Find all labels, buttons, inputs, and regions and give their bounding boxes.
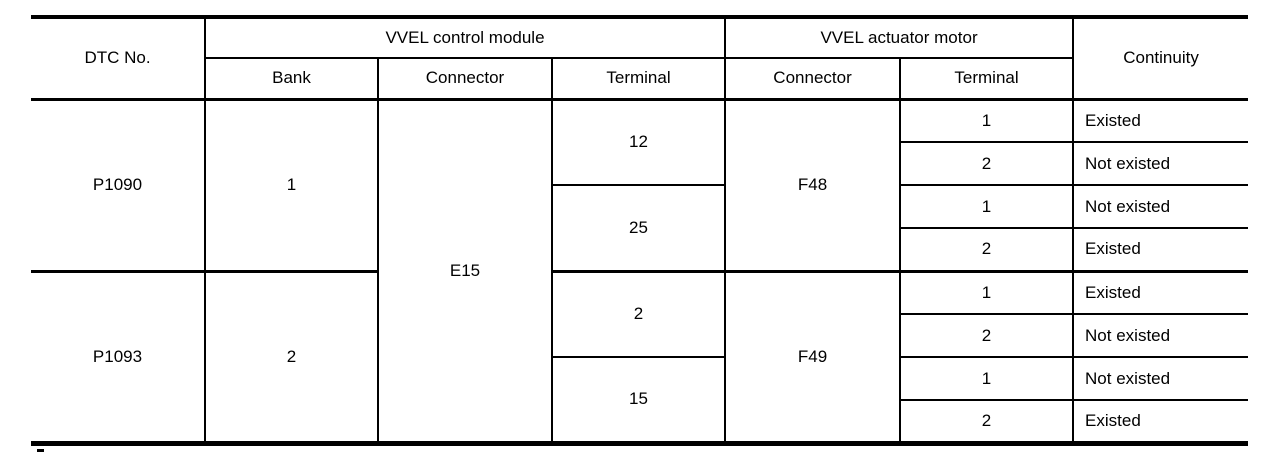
continuity-cell: Existed [1072,399,1249,444]
table-row: 2 Not existed [31,141,1249,186]
header-group-vvel-control-module: VVEL control module [203,16,727,59]
continuity-cell: Not existed [1072,184,1249,229]
header-dtc-no: DTC No. [31,16,206,101]
table-row: 15 1 Not existed [31,356,1249,444]
header-row-groups: DTC No. VVEL control module VVEL actuato… [31,16,1249,101]
header-continuity: Continuity [1072,16,1249,101]
module-terminal-cell: 2 [550,269,727,358]
header-actuator-terminal: Terminal [899,57,1075,101]
dtc-continuity-table: DTC No. VVEL control module VVEL actuato… [31,15,1249,446]
bank-cell: 1 [204,98,379,272]
table-row: 25 1 Not existed [31,184,1249,272]
header-module-terminal: Terminal [550,57,727,101]
dtc-cell: P1090 [31,98,206,272]
actuator-terminal-cell: 1 [899,269,1075,315]
table-row: 2 Not existed [31,313,1249,358]
module-terminal-cell: 25 [550,184,727,272]
continuity-cell: Not existed [1072,313,1249,358]
header-module-connector: Connector [377,57,553,101]
actuator-connector-cell: F48 [724,98,902,272]
continuity-cell: Existed [1072,269,1249,315]
dtc-cell: P1093 [31,269,206,444]
table-row: 2 Existed [31,227,1249,272]
bank-cell: 2 [204,269,379,444]
actuator-terminal-cell: 2 [899,313,1075,358]
table-row: 2 Existed [31,399,1249,444]
actuator-terminal-cell: 2 [899,141,1075,186]
table-row: P1093 2 2 F49 1 Existed [31,269,1249,444]
table-row: P1090 1 E15 12 F48 1 Existed [31,98,1249,444]
actuator-terminal-cell: 2 [899,399,1075,444]
actuator-terminal-cell: 1 [899,356,1075,401]
continuity-cell: Not existed [1072,141,1249,186]
module-terminal-cell: 12 [550,98,727,186]
actuator-terminal-cell: 2 [899,227,1075,272]
continuity-cell: Not existed [1072,356,1249,401]
continuity-cell: Existed [1072,227,1249,272]
actuator-terminal-cell: 1 [899,98,1075,143]
header-bank: Bank [204,57,379,101]
scan-artifact-mark [37,449,44,452]
header-group-vvel-actuator-motor: VVEL actuator motor [724,16,1075,59]
actuator-connector-cell: F49 [724,269,902,444]
module-connector-cell: E15 [377,98,553,444]
module-terminal-cell: 15 [550,356,727,444]
actuator-terminal-cell: 1 [899,184,1075,229]
header-actuator-connector: Connector [724,57,902,101]
continuity-cell: Existed [1072,98,1249,143]
header-row-sub: Bank Connector Terminal Connector Termin… [31,57,1248,101]
